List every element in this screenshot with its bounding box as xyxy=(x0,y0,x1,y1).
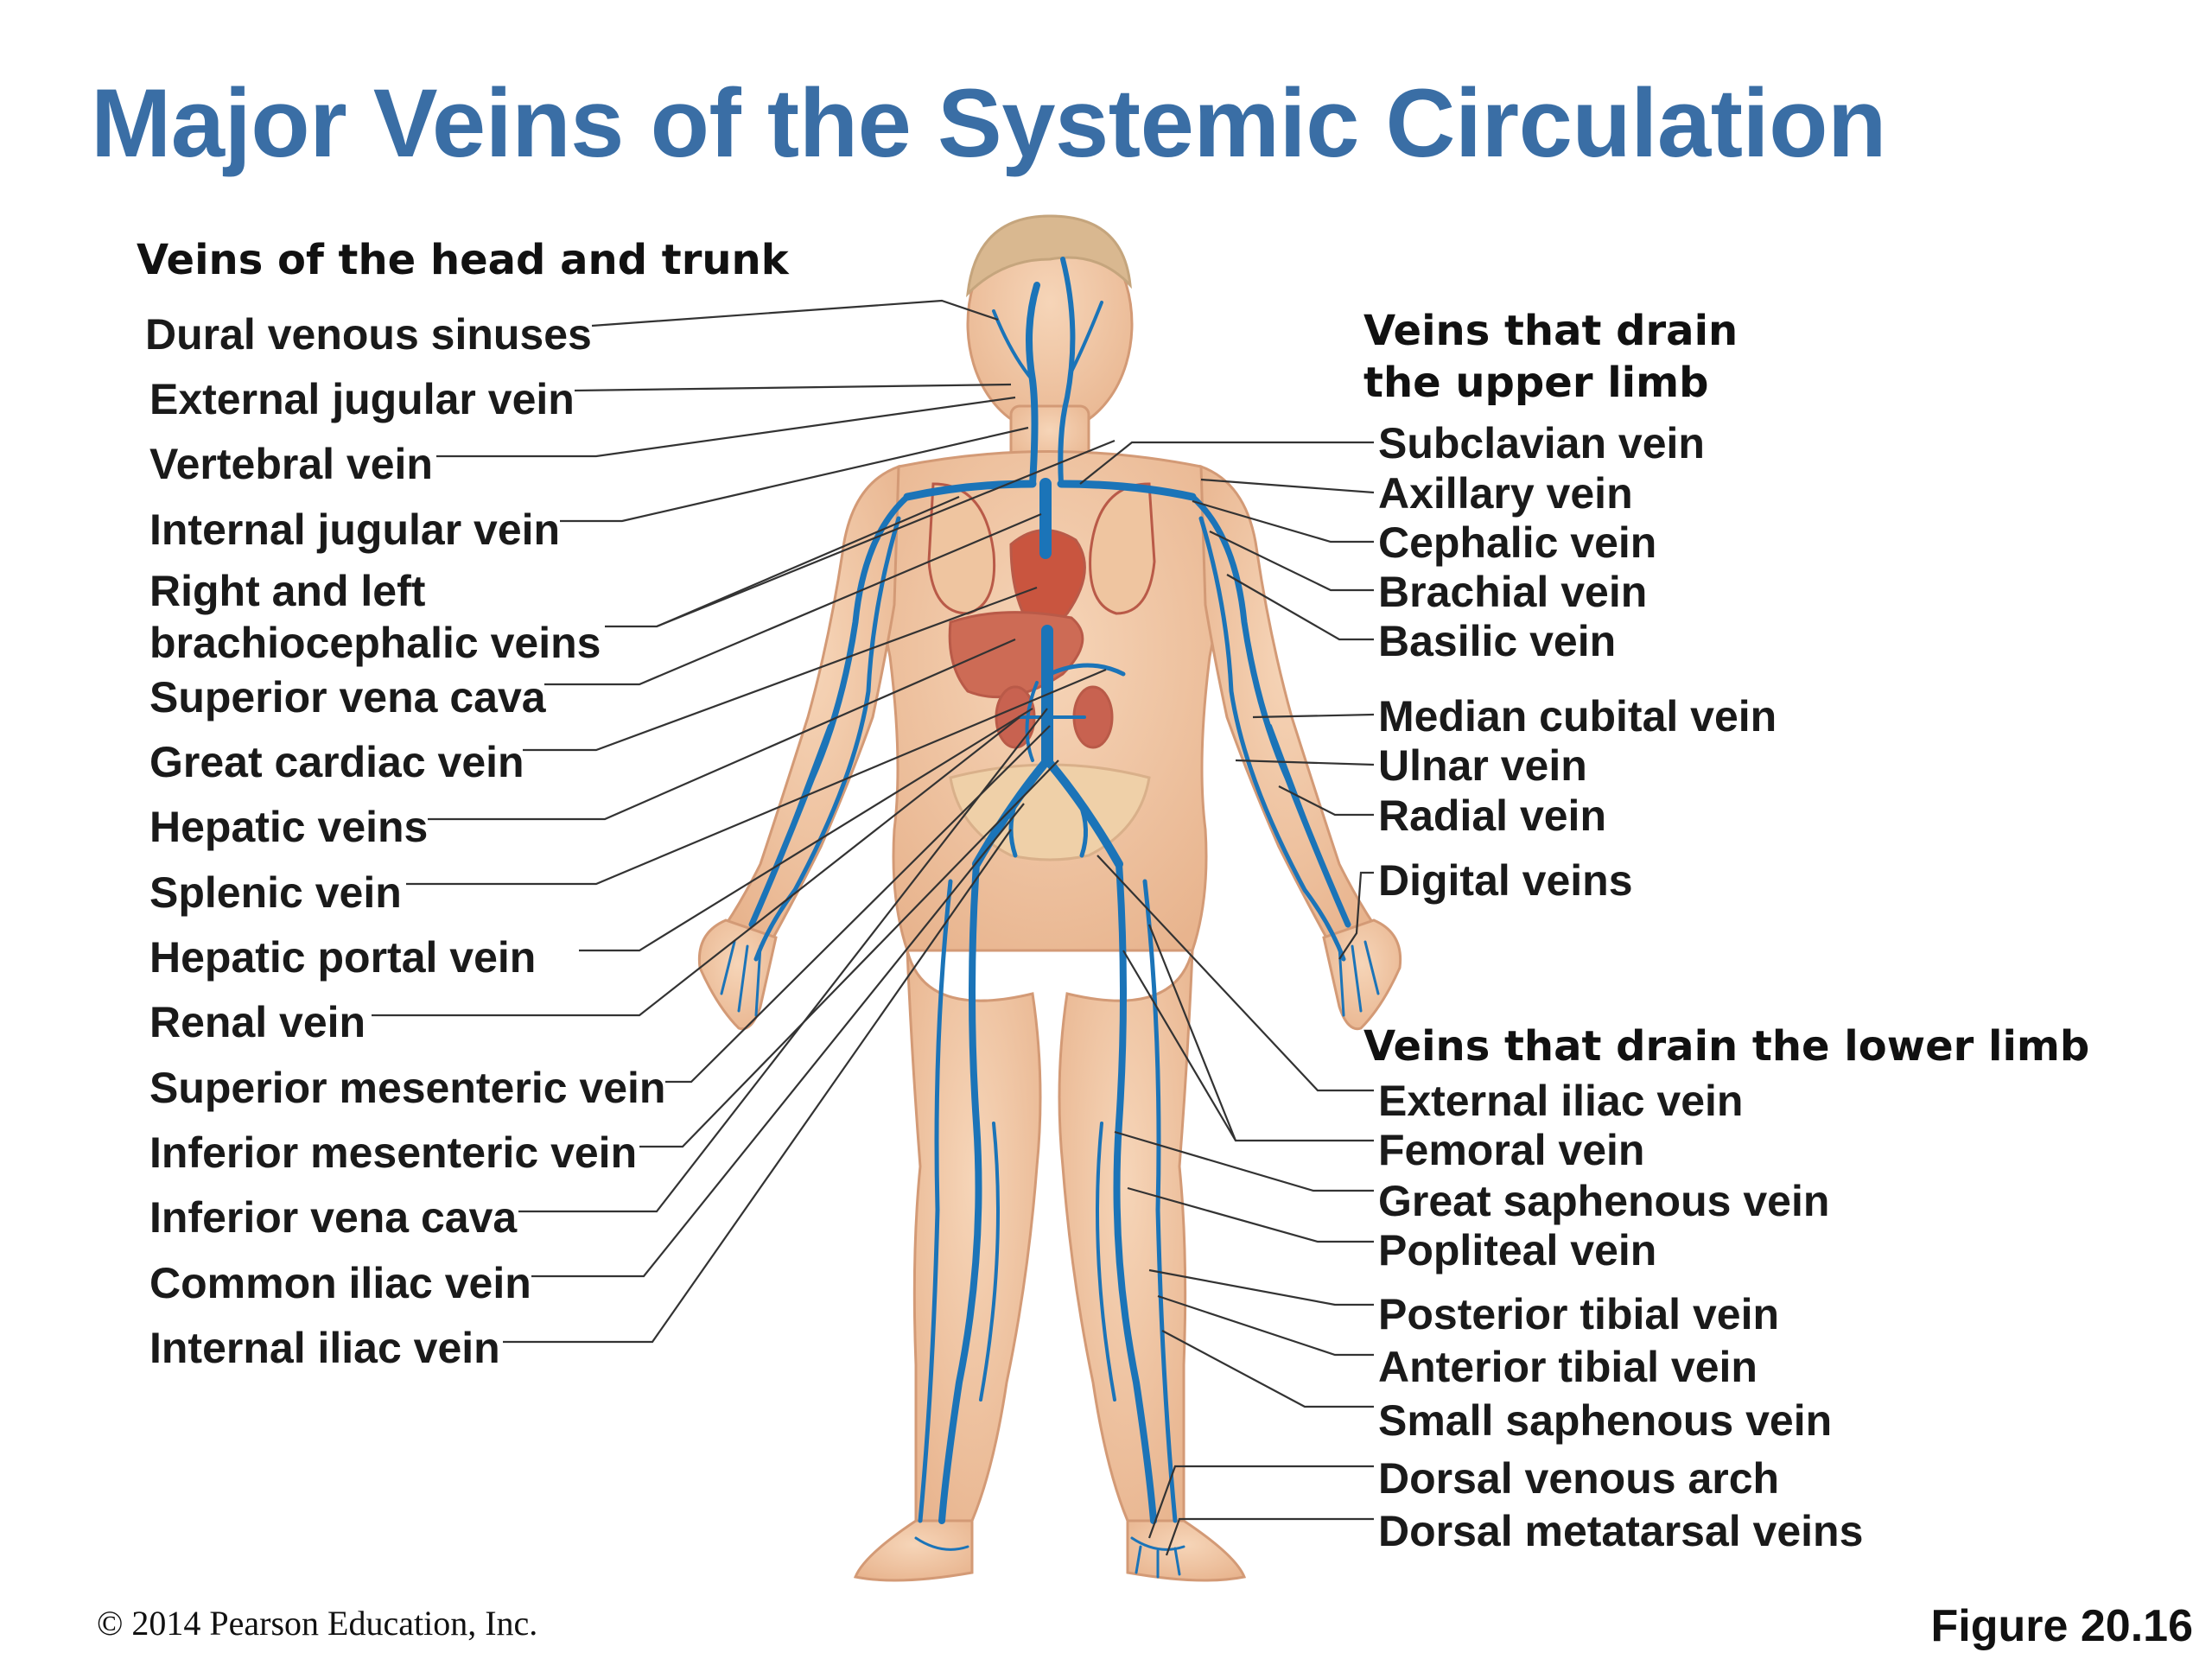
label-renal-vein: Renal vein xyxy=(149,998,366,1046)
label-ulnar-vein: Ulnar vein xyxy=(1378,741,1587,790)
label-vertebral-vein: Vertebral vein xyxy=(149,440,433,488)
label-great-saphenous-vein: Great saphenous vein xyxy=(1378,1177,1830,1225)
label-external-iliac-vein: External iliac vein xyxy=(1378,1077,1744,1125)
label-digital-veins: Digital veins xyxy=(1378,856,1633,905)
body-silhouette xyxy=(697,214,1402,1582)
label-brachiocephalic-line2: brachiocephalic veins xyxy=(149,619,601,667)
label-splenic-vein: Splenic vein xyxy=(149,868,402,917)
label-anterior-tibial-vein: Anterior tibial vein xyxy=(1378,1343,1758,1391)
label-superior-mesenteric-vein: Superior mesenteric vein xyxy=(149,1064,666,1112)
label-great-cardiac-vein: Great cardiac vein xyxy=(149,738,524,786)
label-radial-vein: Radial vein xyxy=(1378,791,1606,840)
label-axillary-vein: Axillary vein xyxy=(1378,469,1633,518)
label-internal-iliac-vein: Internal iliac vein xyxy=(149,1324,500,1372)
label-posterior-tibial-vein: Posterior tibial vein xyxy=(1378,1290,1780,1338)
label-brachial-vein: Brachial vein xyxy=(1378,568,1648,616)
label-internal-jugular-vein: Internal jugular vein xyxy=(149,505,561,554)
label-inferior-mesenteric-vein: Inferior mesenteric vein xyxy=(149,1128,638,1177)
figure-number: Figure 20.16 xyxy=(1930,1601,2193,1651)
label-hepatic-portal-vein: Hepatic portal vein xyxy=(149,933,537,982)
label-common-iliac-vein: Common iliac vein xyxy=(149,1259,531,1307)
label-external-jugular-vein: External jugular vein xyxy=(149,375,575,423)
label-brachiocephalic-line1: Right and left xyxy=(149,567,426,615)
page-title: Major Veins of the Systemic Circulation xyxy=(91,69,1886,177)
vein-network xyxy=(720,257,1380,1579)
heading-head-trunk: Veins of the head and trunk xyxy=(137,236,789,284)
heading-lower-limb: Veins that drain the lower limb xyxy=(1363,1022,2090,1071)
label-inferior-vena-cava: Inferior vena cava xyxy=(149,1193,518,1242)
label-dorsal-venous-arch: Dorsal venous arch xyxy=(1378,1454,1780,1503)
copyright-notice: © 2014 Pearson Education, Inc. xyxy=(97,1604,538,1643)
label-superior-vena-cava: Superior vena cava xyxy=(149,673,546,721)
label-popliteal-vein: Popliteal vein xyxy=(1378,1226,1657,1274)
label-small-saphenous-vein: Small saphenous vein xyxy=(1378,1396,1833,1445)
label-basilic-vein: Basilic vein xyxy=(1378,617,1617,665)
label-subclavian-vein: Subclavian vein xyxy=(1378,419,1705,467)
label-dorsal-metatarsal-veins: Dorsal metatarsal veins xyxy=(1378,1507,1864,1555)
label-femoral-vein: Femoral vein xyxy=(1378,1126,1645,1174)
label-median-cubital-vein: Median cubital vein xyxy=(1378,692,1777,741)
heading-upper-limb-line2: the upper limb xyxy=(1363,359,1709,407)
heading-upper-limb-line1: Veins that drain xyxy=(1363,307,1738,355)
label-cephalic-vein: Cephalic vein xyxy=(1378,518,1657,567)
label-hepatic-veins: Hepatic veins xyxy=(149,803,429,851)
leader-lines xyxy=(372,299,1375,1556)
label-dural-venous-sinuses: Dural venous sinuses xyxy=(145,310,592,359)
